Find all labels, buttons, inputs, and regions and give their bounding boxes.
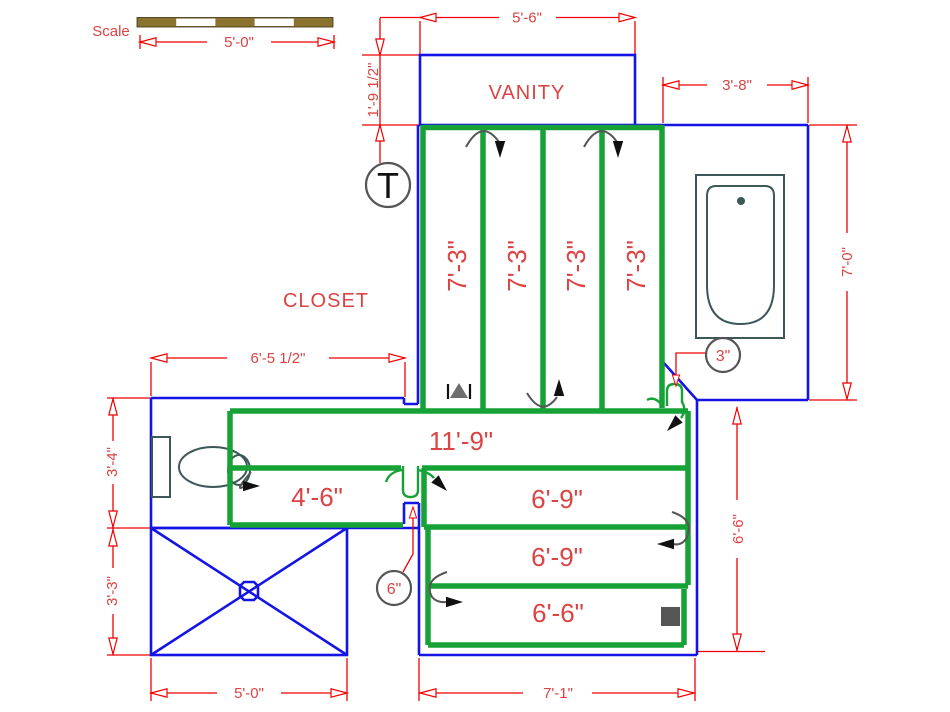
scale-label: Scale (92, 23, 130, 40)
shower-drain (238, 580, 260, 602)
dim-bath-floor-depth: 6'-6" (730, 514, 747, 544)
dim-closet-width: 6'-5 1/2" (251, 350, 306, 367)
bathtub-deck (695, 174, 785, 339)
loop-3in-label: 3" (716, 348, 731, 365)
callouts: T 3" 6" (364, 161, 742, 607)
cable-loop-6in (384, 466, 435, 499)
thermostat-label: T (377, 165, 399, 206)
dim-vanity-setback: 1'-9 1/2" (365, 63, 382, 118)
arrow-down-icon (494, 141, 506, 158)
dim-shower-depth: 3'-3" (104, 576, 121, 606)
dim-arrow (317, 37, 335, 47)
thermostat-callout: T (364, 161, 412, 209)
dim-toilet-area-depth: 3'-4" (104, 447, 121, 477)
leader-arrow (408, 506, 418, 519)
room-label-vanity: VANITY (489, 82, 566, 104)
floor-sensor-icon (446, 383, 472, 399)
run-length-label: 7'-3" (502, 240, 532, 292)
arrow-down-right-icon (431, 475, 451, 495)
toilet-tank (151, 436, 171, 498)
arrow-down-icon (612, 141, 624, 158)
cable-end-icon (661, 607, 680, 626)
loop-6in-callout: 6" (375, 506, 418, 607)
run-length-label: 6'-9" (531, 484, 583, 514)
run-length-label: 6'-6" (532, 598, 584, 628)
heating-cable-runs (227, 124, 691, 648)
dimensions: 5'-6" 1'-9 1/2" 3'-8" 7'-0" 6'-5 1/2" 3'… (104, 10, 857, 702)
dim-arrow (139, 37, 157, 47)
run-length-label: 11'-9" (429, 426, 493, 456)
turn-arcs (238, 130, 690, 604)
cable-loop-3in (646, 382, 686, 419)
scale-bar-white-segment (176, 18, 216, 26)
loop-3in-callout: 3" (671, 336, 742, 387)
arrow-down-left-icon (663, 415, 683, 435)
loop-6in-label: 6" (387, 581, 402, 598)
scale-bar: Scale 5'-0" (92, 17, 335, 51)
room-walls (149, 123, 810, 657)
run-length-label: 7'-3" (621, 240, 651, 292)
bathtub-basin (706, 185, 775, 326)
run-length-label: 7'-3" (561, 240, 591, 292)
dim-bath-floor-width: 7'-1" (543, 685, 573, 702)
scale-bar-white-segment (254, 18, 294, 26)
room-label-closet: CLOSET (283, 290, 369, 312)
dim-vanity-width: 5'-6" (512, 10, 542, 27)
dim-tub-alcove-width: 3'-8" (722, 77, 752, 94)
shower-pan (149, 526, 349, 657)
dim-tub-alcove-depth: 7'-0" (839, 247, 856, 277)
run-length-label: 6'-9" (531, 542, 583, 572)
heating-mat (227, 124, 691, 648)
bathtub-drain (737, 197, 745, 205)
bathtub (695, 174, 785, 339)
cable-direction-arrows (238, 130, 690, 626)
arrow-right-icon (446, 596, 463, 608)
scale-bar-strip (136, 17, 334, 28)
arrow-left-icon (657, 538, 674, 550)
dim-shower-width: 5'-0" (234, 685, 264, 702)
arrow-right-icon (243, 480, 260, 492)
labels: VANITY CLOSET 7'-3" 7'-3" 7'-3" 7'-3" 11… (283, 82, 651, 628)
scale-length-label: 5'-0" (224, 34, 254, 51)
run-length-label: 7'-3" (442, 240, 472, 292)
arrow-up-icon (553, 379, 565, 396)
run-length-label: 4'-6" (291, 482, 343, 512)
